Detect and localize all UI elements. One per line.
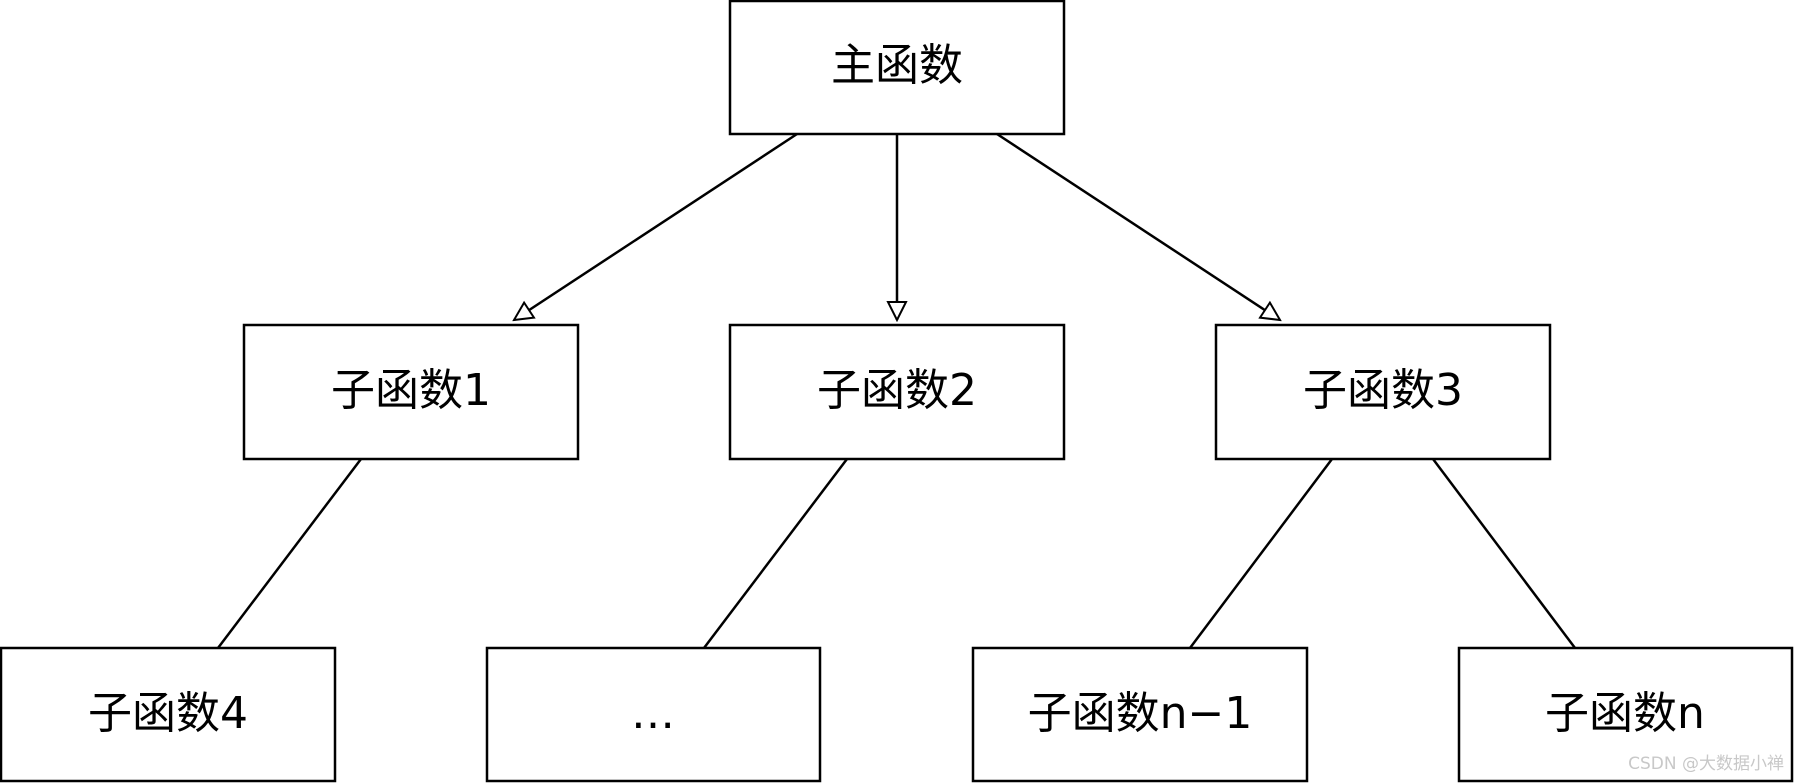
edges-level-1 — [514, 132, 1280, 320]
node-sub-function-4: 子函数4 — [0, 646, 337, 783]
watermark: CSDN @大数据小禅 — [1628, 754, 1784, 774]
node-label: 子函数n−1 — [1028, 688, 1253, 739]
edges-level-2 — [217, 458, 1576, 649]
edge-main-to-sub1 — [514, 132, 798, 320]
edge-sub3-to-subn1 — [1189, 458, 1333, 649]
node-sub-function-n-minus-1: 子函数n−1 — [971, 646, 1309, 783]
node-label: … — [631, 688, 675, 739]
edge-sub2-to-ellipsis — [703, 458, 848, 649]
node-main-function: 主函数 — [728, 0, 1066, 136]
node-label: 子函数3 — [1303, 365, 1463, 416]
node-ellipsis: … — [485, 646, 822, 783]
node-label: 子函数1 — [331, 365, 491, 416]
node-label: 子函数2 — [817, 365, 977, 416]
node-sub-function-2: 子函数2 — [728, 323, 1066, 461]
edge-sub1-to-sub4 — [217, 458, 362, 649]
node-sub-function-3: 子函数3 — [1214, 323, 1552, 461]
node-sub-function-1: 子函数1 — [242, 323, 580, 461]
node-label: 子函数n — [1545, 688, 1705, 739]
edge-sub3-to-subn — [1432, 458, 1576, 649]
node-label: 主函数 — [831, 40, 963, 91]
edge-main-to-sub3 — [996, 132, 1280, 320]
node-sub-function-n: 子函数n — [1457, 646, 1794, 783]
node-label: 子函数4 — [88, 688, 248, 739]
